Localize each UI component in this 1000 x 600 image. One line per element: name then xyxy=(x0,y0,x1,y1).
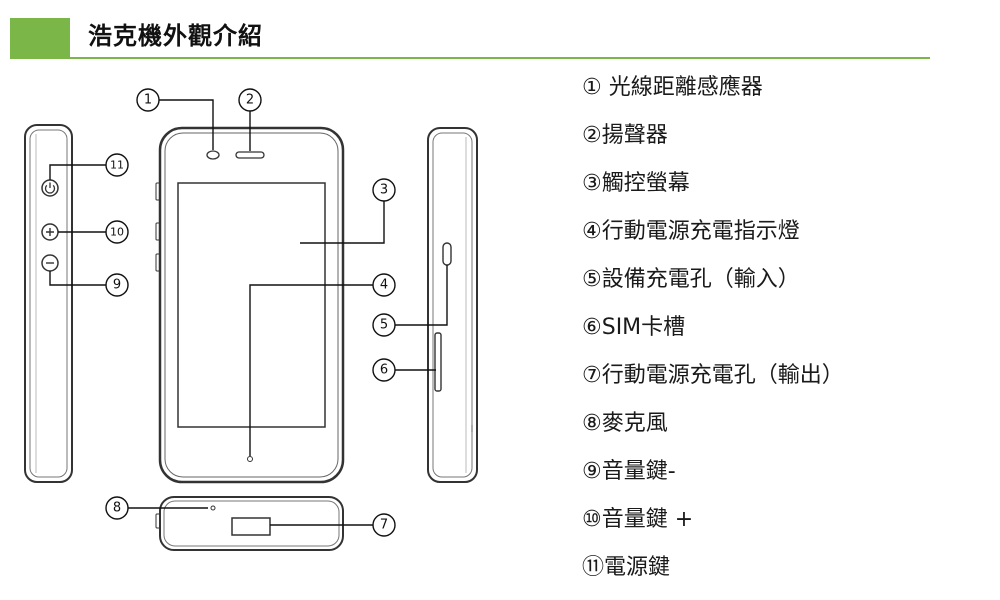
bottom-view xyxy=(155,496,344,551)
callout-3-number: 3 xyxy=(380,183,388,198)
callout-10-number: 10 xyxy=(110,226,124,239)
callout-4-number: 4 xyxy=(380,278,388,293)
callout-6-number: 6 xyxy=(380,363,388,378)
callout-3 xyxy=(300,178,396,244)
parts-list-item: ⑥SIM卡槽 xyxy=(582,315,686,340)
page-title: 浩克機外觀介紹 xyxy=(88,22,263,50)
parts-list-item: ⑧麥克風 xyxy=(582,411,668,436)
parts-list-item: ⑨音量鍵- xyxy=(582,459,676,484)
parts-list-item: ① 光線距離感應器 xyxy=(582,75,763,100)
callout-9 xyxy=(49,271,129,297)
parts-list-item: ⑩音量鍵 + xyxy=(582,507,694,532)
microphone-hole xyxy=(210,505,216,511)
header-underline xyxy=(10,57,930,59)
left-side-view xyxy=(24,124,73,483)
volume-up-button xyxy=(41,223,59,241)
callout-1-number: 1 xyxy=(144,93,152,108)
callout-5 xyxy=(372,265,448,337)
front-view xyxy=(155,126,345,484)
charging-port-input xyxy=(442,242,452,266)
parts-list-item: ③觸控螢幕 xyxy=(582,171,690,196)
sim-slot xyxy=(434,332,442,392)
callout-10 xyxy=(58,220,129,244)
parts-list-item: ⑦行動電源充電孔（輸出） xyxy=(582,363,844,388)
callout-4 xyxy=(249,273,396,456)
device-diagram: 1 2 3 4 5 6 7 8 9 10 11 xyxy=(24,88,478,551)
parts-list-item: ⑤設備充電孔（輸入） xyxy=(582,267,800,292)
callout-11-number: 11 xyxy=(110,159,124,172)
light-sensor xyxy=(206,150,220,160)
parts-list: ① 光線距離感應器 ②揚聲器 ③觸控螢幕 ④行動電源充電指示燈 ⑤設備充電孔（輸… xyxy=(582,64,844,592)
callout-11 xyxy=(49,153,129,180)
touch-screen xyxy=(177,182,326,428)
speaker-slot xyxy=(235,151,265,159)
charge-indicator-dot xyxy=(247,456,253,462)
callout-6 xyxy=(372,358,436,382)
power-icon xyxy=(44,182,56,194)
volume-down-button xyxy=(41,254,59,272)
callout-8 xyxy=(105,496,208,520)
callout-1 xyxy=(136,88,214,150)
power-button xyxy=(41,179,59,197)
plus-icon xyxy=(46,228,54,236)
callout-7 xyxy=(270,513,396,537)
callout-7-number: 7 xyxy=(380,518,388,533)
callout-8-number: 8 xyxy=(113,501,121,516)
callout-9-number: 9 xyxy=(113,278,121,293)
callout-5-number: 5 xyxy=(380,318,388,333)
parts-list-item: ④行動電源充電指示燈 xyxy=(582,219,800,244)
callout-2-number: 2 xyxy=(246,93,254,108)
right-side-view xyxy=(427,127,478,483)
charging-port-output xyxy=(231,517,271,536)
parts-list-item: ⑪電源鍵 xyxy=(582,555,671,580)
title-accent-block xyxy=(10,18,70,58)
callout-2 xyxy=(238,88,262,151)
parts-list-item: ②揚聲器 xyxy=(582,123,668,148)
